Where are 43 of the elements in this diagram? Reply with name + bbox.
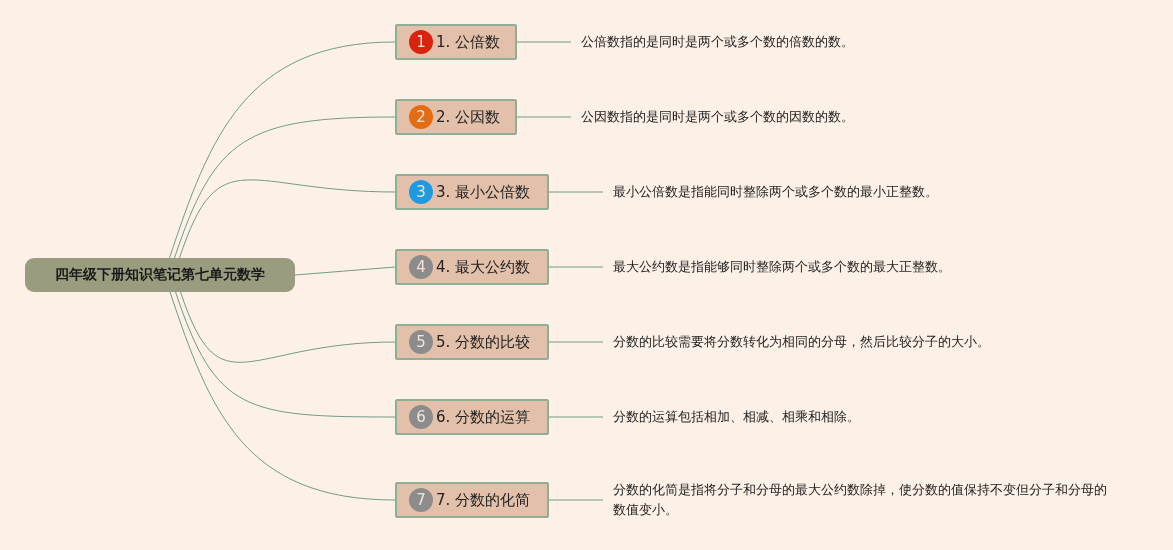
topic-box xyxy=(395,174,549,210)
connector-line xyxy=(548,341,604,343)
connector-line xyxy=(548,266,604,268)
topic-box xyxy=(395,324,549,360)
topic-label: 7. 分数的化简 xyxy=(436,490,531,510)
topic-box xyxy=(395,24,517,60)
number-badge: 3 xyxy=(409,180,433,204)
topic-box xyxy=(395,249,549,285)
number-badge: 1 xyxy=(409,30,433,54)
connector-line xyxy=(169,291,396,501)
number-badge: 5 xyxy=(409,330,433,354)
description-text: 分数的运算包括相加、相减、相乘和相除。 xyxy=(613,407,1113,427)
description-text: 最大公约数是指能够同时整除两个或多个数的最大正整数。 xyxy=(613,257,1093,277)
description-text: 公因数指的是同时是两个或多个数的因数的数。 xyxy=(581,107,1081,127)
connector-line xyxy=(175,291,396,418)
description-text: 最小公倍数是指能同时整除两个或多个数的最小正整数。 xyxy=(613,182,1093,202)
connector-line xyxy=(168,41,396,259)
connector-line xyxy=(294,266,396,276)
description-text: 公倍数指的是同时是两个或多个数的倍数的数。 xyxy=(581,32,1081,52)
number-badge: 6 xyxy=(409,405,433,429)
topic-label: 2. 公因数 xyxy=(436,107,501,127)
description-text: 分数的化简是指将分子和分母的最大公约数除掉，使分数的值保持不变但分子和分母的数值变小。 xyxy=(613,480,1113,520)
number-badge: 7 xyxy=(409,488,433,512)
number-badge: 4 xyxy=(409,255,433,279)
topic-box xyxy=(395,399,549,435)
connector-line xyxy=(548,416,604,418)
topic-label: 1. 公倍数 xyxy=(436,32,501,52)
topic-box xyxy=(395,99,517,135)
topic-label: 5. 分数的比较 xyxy=(436,332,531,352)
connector-line xyxy=(516,41,572,43)
number-badge: 2 xyxy=(409,105,433,129)
topic-label: 6. 分数的运算 xyxy=(436,407,531,427)
connector-line xyxy=(516,116,572,118)
topic-label: 4. 最大公约数 xyxy=(436,257,531,277)
connector-line xyxy=(548,191,604,193)
connector-line xyxy=(180,291,396,363)
topic-box xyxy=(395,482,549,518)
connector-line xyxy=(178,179,396,259)
connector-line xyxy=(173,116,396,259)
topic-label: 3. 最小公倍数 xyxy=(436,182,531,202)
root-box: 四年级下册知识笔记第七单元数学 xyxy=(25,258,295,292)
description-text: 分数的比较需要将分数转化为相同的分母，然后比较分子的大小。 xyxy=(613,332,1113,352)
connector-line xyxy=(548,499,604,501)
